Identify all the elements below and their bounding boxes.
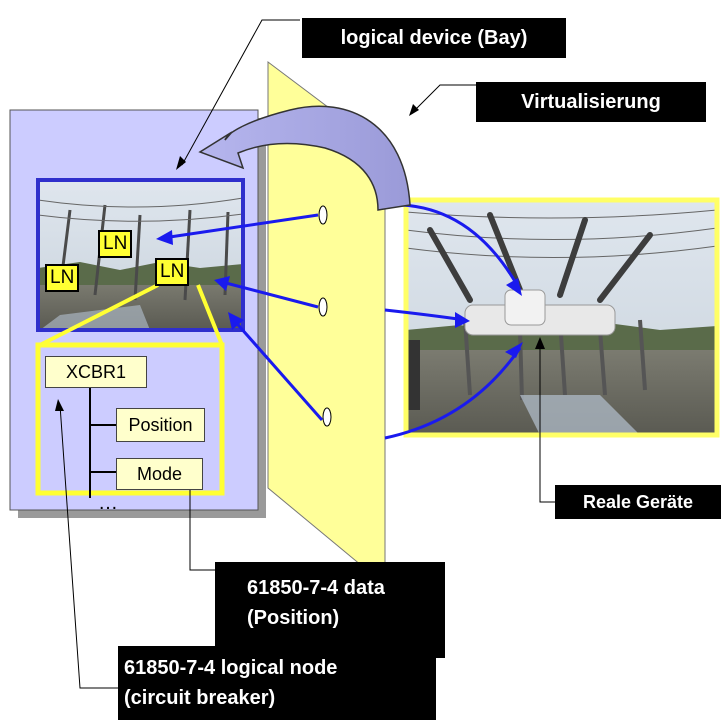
zoom-line-right bbox=[196, 284, 224, 346]
xcbr1-node: XCBR1 bbox=[45, 356, 147, 388]
real-device-frame bbox=[403, 197, 720, 438]
plane-connection-points bbox=[318, 205, 332, 427]
virtual-connection-arrows bbox=[162, 213, 324, 421]
logical-node-box-2: LN bbox=[45, 264, 80, 292]
label-data-position: 61850-7-4 data (Position) bbox=[215, 562, 445, 658]
tree-ellipsis: … bbox=[98, 492, 118, 514]
mode-data: Mode bbox=[116, 458, 203, 490]
zoom-line-left bbox=[39, 283, 159, 347]
position-data: Position bbox=[116, 408, 205, 442]
label-data-line1: 61850-7-4 data bbox=[247, 577, 385, 599]
tree-connectors bbox=[89, 385, 116, 498]
bay-photo-frame bbox=[36, 178, 245, 332]
label-node-line1: 61850-7-4 logical node bbox=[124, 657, 338, 679]
real-connection-arrowheads bbox=[455, 278, 523, 358]
label-logical-device: logical device (Bay) bbox=[302, 18, 566, 58]
logical-node-zoom-box bbox=[35, 342, 225, 496]
logical-node-box-3: LN bbox=[155, 258, 190, 286]
virtualisation-curve-arrow bbox=[198, 105, 411, 211]
label-logical-node: 61850-7-4 logical node (circuit breaker) bbox=[118, 646, 436, 720]
bay-photo bbox=[37, 180, 244, 330]
label-virtualisierung: Virtualisierung bbox=[476, 82, 706, 122]
logical-node-box-1: LN bbox=[98, 230, 133, 258]
label-node-line2: (circuit breaker) bbox=[124, 687, 276, 709]
label-reale-geraete: Reale Geräte bbox=[555, 485, 721, 519]
label-leaders bbox=[59, 19, 555, 689]
virtual-connection-arrowheads bbox=[156, 230, 244, 330]
label-data-line2: (Position) bbox=[247, 607, 340, 629]
